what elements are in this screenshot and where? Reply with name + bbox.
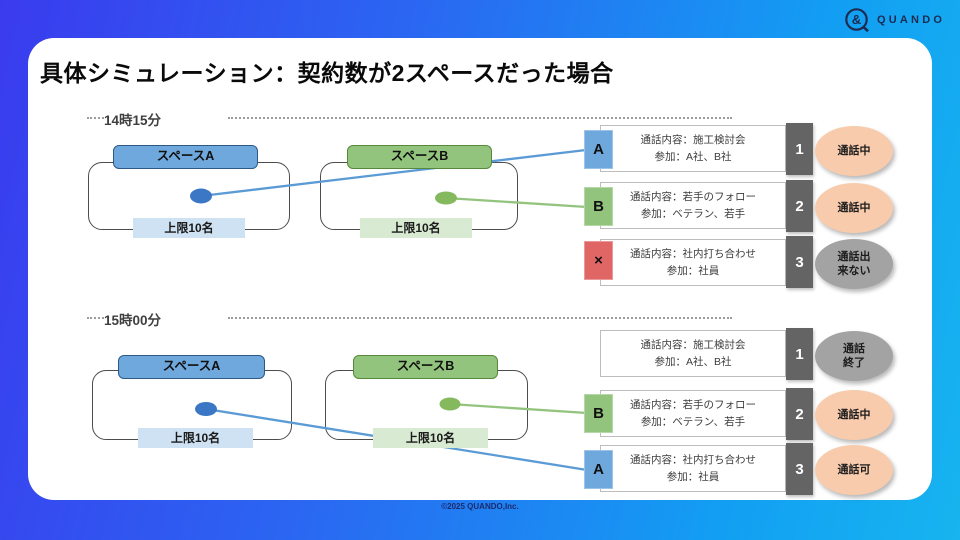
timeline-dotted-stub-1 xyxy=(87,117,104,119)
brand-name: QUANDO xyxy=(877,14,946,26)
space-b-capacity-1: 上限10名 xyxy=(360,218,472,238)
user-badge-a: A xyxy=(584,450,613,489)
space-b-capacity-2: 上限10名 xyxy=(373,428,488,448)
ampersand-circle-icon: & xyxy=(845,8,869,33)
space-b-header-1: スペースB xyxy=(347,145,492,169)
call-status: 通話可 xyxy=(815,445,893,495)
copyright-text: ©2025 QUANDO,Inc. xyxy=(441,502,519,511)
call-number: 1 xyxy=(786,328,813,380)
time-label-1: 14時15分 xyxy=(104,113,162,128)
call-content-box: 通話内容：若手のフォロー 参加：ベテラン、若手 xyxy=(600,182,786,229)
time-label-2: 15時00分 xyxy=(104,313,162,328)
timeline-dotted-stub-2 xyxy=(87,317,104,319)
space-a-header-2: スペースA xyxy=(118,355,265,379)
call-status-line1: 通話可 xyxy=(837,463,871,476)
brand-logo: & QUANDO xyxy=(844,7,945,33)
page-title: 具体シミュレーション：契約数が2スペースだった場合 xyxy=(40,60,614,86)
timeline-dotted-line-1 xyxy=(228,117,732,119)
call-content-line2: 参加：社員 xyxy=(666,471,720,484)
user-badge-unavailable: × xyxy=(584,241,613,280)
call-content-box: 通話内容：若手のフォロー 参加：ベテラン、若手 xyxy=(600,390,786,437)
svg-text:&: & xyxy=(852,12,861,27)
user-badge-b: B xyxy=(584,187,613,226)
call-content-line2: 参加：A社、B社 xyxy=(654,151,732,164)
call-content-line1: 通話内容：施工検討会 xyxy=(640,134,746,146)
call-status: 通話中 xyxy=(815,183,893,233)
call-content-box: 通話内容：社内打ち合わせ 参加：社員 xyxy=(600,445,786,492)
space-a-header-1: スペースA xyxy=(113,145,258,169)
call-content-line2: 参加：ベテラン、若手 xyxy=(640,208,746,221)
call-content-line1: 通話内容：施工検討会 xyxy=(640,339,746,351)
call-status-line2: 来ない xyxy=(837,265,871,277)
space-a-capacity-1: 上限10名 xyxy=(133,218,245,238)
call-content-line2: 参加：ベテラン、若手 xyxy=(640,416,746,429)
call-content-line1: 通話内容：若手のフォロー xyxy=(630,399,756,411)
call-content-line2: 参加：A社、B社 xyxy=(654,356,732,369)
call-status: 通話中 xyxy=(815,390,893,440)
call-status-line2: 終了 xyxy=(843,357,865,369)
call-number: 3 xyxy=(786,443,813,495)
call-status-line1: 通話中 xyxy=(837,201,871,214)
call-number: 2 xyxy=(786,388,813,440)
call-status: 通話中 xyxy=(815,126,893,176)
call-status-line1: 通話 xyxy=(843,342,865,355)
call-content-box: 通話内容：施工検討会 参加：A社、B社 xyxy=(600,330,786,377)
call-status: 通話出 来ない xyxy=(815,239,893,289)
call-content-box: 通話内容：施工検討会 参加：A社、B社 xyxy=(600,125,786,172)
user-badge-a: A xyxy=(584,130,613,169)
call-content-line1: 通話内容：若手のフォロー xyxy=(630,191,756,203)
call-content-line1: 通話内容：社内打ち合わせ xyxy=(630,248,756,260)
call-number: 3 xyxy=(786,236,813,288)
call-number: 1 xyxy=(786,123,813,175)
call-content-line2: 参加：社員 xyxy=(666,265,720,278)
space-b-header-2: スペースB xyxy=(353,355,498,379)
call-content-line1: 通話内容：社内打ち合わせ xyxy=(630,454,756,466)
call-status: 通話 終了 xyxy=(815,331,893,381)
call-content-box: 通話内容：社内打ち合わせ 参加：社員 xyxy=(600,239,786,286)
call-status-line1: 通話中 xyxy=(837,408,871,421)
user-badge-b: B xyxy=(584,394,613,433)
call-status-line1: 通話中 xyxy=(837,144,871,157)
timeline-dotted-line-2 xyxy=(228,317,732,319)
call-status-line1: 通話出 xyxy=(837,250,871,263)
call-number: 2 xyxy=(786,180,813,232)
space-a-capacity-2: 上限10名 xyxy=(138,428,253,448)
